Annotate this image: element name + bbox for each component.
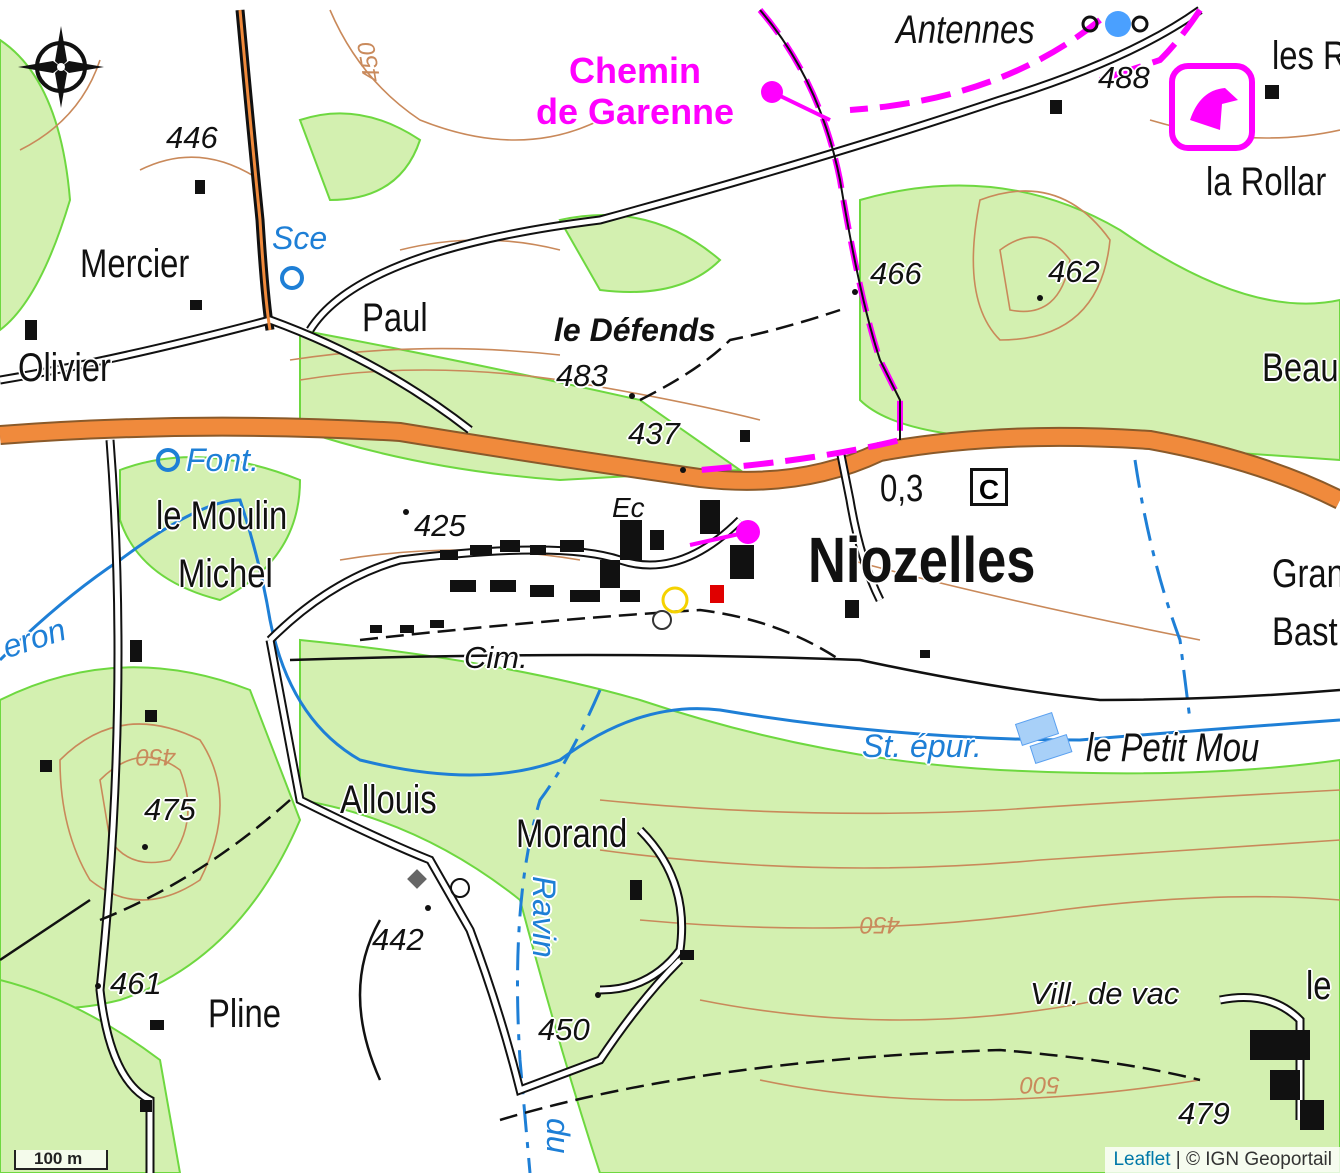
label-elevation-446: 446 — [166, 120, 218, 155]
label-le-petit-mou: le Petit Mou — [1086, 726, 1260, 770]
label-elevation-475: 475 — [144, 792, 196, 827]
label-contour-450-right: 450 — [860, 911, 901, 938]
label-paul: Paul — [362, 296, 428, 340]
label-pline: Pline — [208, 992, 281, 1036]
label-ravin: Ravin — [526, 876, 562, 958]
label-elevation-442: 442 — [372, 922, 424, 957]
label-bast: Bast — [1272, 610, 1338, 654]
label-morand: Morand — [516, 812, 628, 856]
label-elevation-425: 425 — [414, 508, 466, 543]
label-elevation-461: 461 — [110, 966, 162, 1001]
label-du: du — [540, 1118, 576, 1154]
label-font: Font. — [186, 442, 259, 478]
label-ec: Ec — [612, 492, 645, 523]
label-les: les R — [1272, 34, 1340, 78]
label-elevation-488: 488 — [1098, 60, 1150, 95]
label-niozelles: Niozelles — [808, 524, 1036, 596]
label-distance-0-3: 0,3 — [880, 468, 924, 510]
attribution-separator: | — [1170, 1149, 1186, 1170]
leaflet-link[interactable]: Leaflet — [1113, 1149, 1171, 1170]
label-cim: Cim. — [464, 640, 528, 675]
label-allouis: Allouis — [340, 778, 437, 822]
label-chemin-de-garenne: Chemin de Garenne — [536, 50, 734, 133]
label-gran: Gran — [1272, 552, 1340, 596]
label-le-moulin: le Moulin — [156, 494, 288, 538]
label-mercier: Mercier — [80, 242, 190, 286]
label-beau: Beau — [1262, 346, 1339, 390]
campsite-c-symbol: C — [970, 468, 1008, 506]
label-olivier: Olivier — [18, 346, 111, 390]
label-elevation-479: 479 — [1178, 1096, 1230, 1131]
attribution-source: © IGN Geoportail — [1186, 1149, 1332, 1170]
attribution: Leaflet | © IGN Geoportail — [1105, 1147, 1340, 1173]
label-elevation-450: 450 — [538, 1012, 590, 1047]
label-la-rollar: la Rollar — [1206, 160, 1327, 204]
compass-rose-icon[interactable] — [16, 24, 106, 110]
label-vill-de-vac: Vill. de vac — [1030, 976, 1180, 1011]
scale-bar: 100 m — [14, 1150, 108, 1170]
label-le-defends: le Défends — [554, 312, 716, 348]
label-sce: Sce — [272, 220, 328, 256]
label-elevation-462: 462 — [1048, 254, 1100, 289]
label-st-epur: St. épur. — [862, 728, 982, 764]
label-contour-450-left: 450 — [136, 743, 177, 770]
label-le-right: le — [1306, 964, 1332, 1008]
label-contour-500: 500 — [1020, 1071, 1061, 1098]
label-elevation-466: 466 — [870, 256, 922, 291]
label-elevation-437: 437 — [628, 416, 680, 451]
label-michel: Michel — [178, 552, 273, 596]
label-chemin-line1: Chemin — [569, 50, 702, 91]
label-chemin-line2: de Garenne — [536, 91, 735, 133]
label-elevation-483: 483 — [556, 358, 608, 393]
label-antennes: Antennes — [896, 8, 1035, 52]
